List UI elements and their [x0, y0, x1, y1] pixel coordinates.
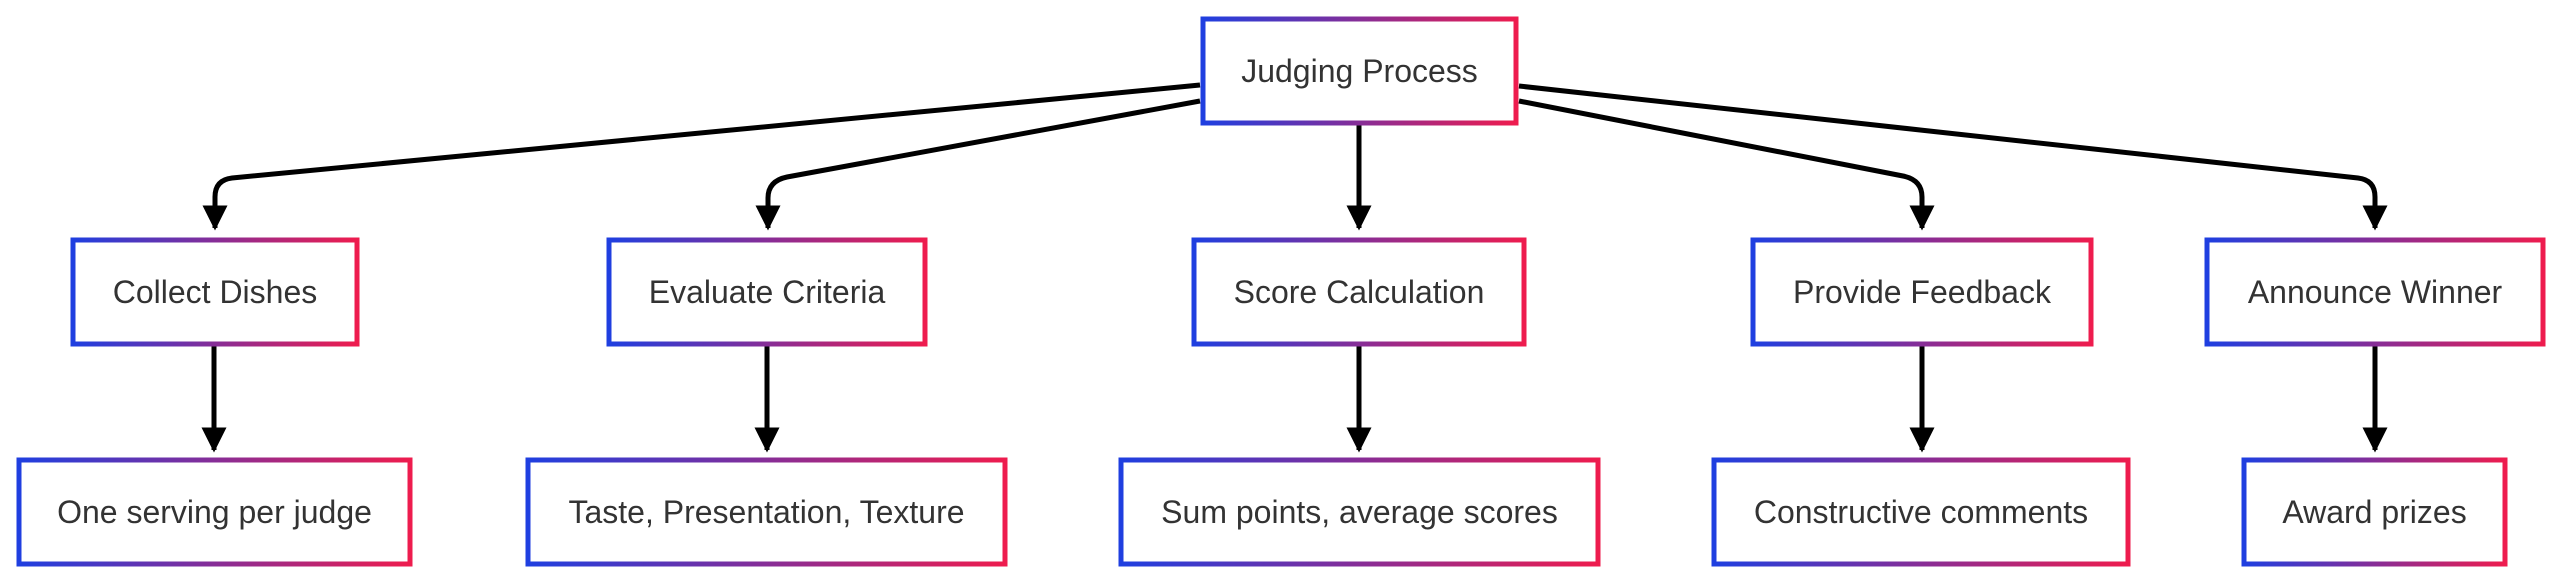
node-provide-feedback-label: Provide Feedback [1793, 274, 2052, 310]
node-collect-dishes-label: Collect Dishes [113, 274, 318, 310]
node-provide-feedback: Provide Feedback [1750, 237, 2094, 347]
node-announce-winner-label: Announce Winner [2248, 274, 2503, 310]
node-judging-process: Judging Process [1200, 16, 1519, 126]
node-evaluate-criteria: Evaluate Criteria [606, 237, 928, 347]
node-collect-dishes-detail: One serving per judge [16, 457, 413, 567]
node-score-calculation-detail: Sum points, average scores [1118, 457, 1601, 567]
node-announce-winner-detail: Award prizes [2241, 457, 2508, 567]
node-provide-feedback-detail: Constructive comments [1711, 457, 2131, 567]
node-provide-feedback-detail-label: Constructive comments [1754, 494, 2088, 530]
node-collect-dishes-detail-label: One serving per judge [57, 494, 372, 530]
node-judging-process-label: Judging Process [1241, 53, 1478, 89]
node-evaluate-criteria-detail: Taste, Presentation, Texture [525, 457, 1008, 567]
node-score-calculation-detail-label: Sum points, average scores [1161, 494, 1558, 530]
node-evaluate-criteria-detail-label: Taste, Presentation, Texture [568, 494, 964, 530]
node-score-calculation-label: Score Calculation [1234, 274, 1485, 310]
node-announce-winner: Announce Winner [2204, 237, 2546, 347]
node-evaluate-criteria-label: Evaluate Criteria [649, 274, 886, 310]
edge-root-to-evaluate-criteria [755, 98, 1201, 231]
edge-root-to-collect-dishes [202, 82, 1201, 231]
edge-root-to-provide-feedback [1518, 98, 1935, 231]
edge-root-to-announce-winner [1518, 83, 2388, 231]
node-announce-winner-detail-label: Award prizes [2282, 494, 2466, 530]
node-collect-dishes: Collect Dishes [70, 237, 360, 347]
node-score-calculation: Score Calculation [1191, 237, 1527, 347]
